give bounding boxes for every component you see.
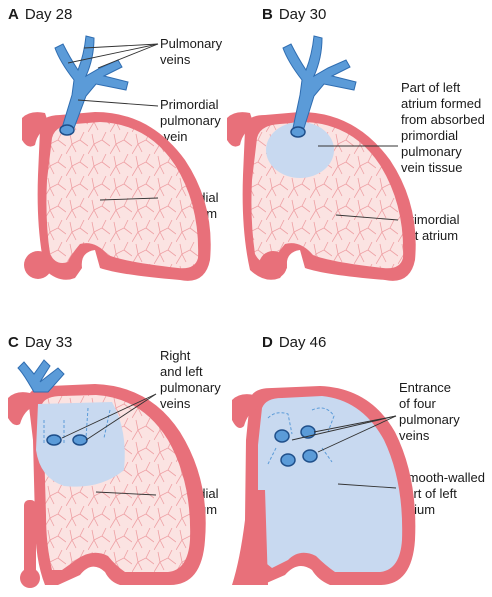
leader-line <box>85 393 157 441</box>
panel-b-vein-opening <box>290 126 306 138</box>
panel-c-bulb <box>20 568 40 588</box>
panel-c-vein-opening-left <box>72 434 88 446</box>
leader-line <box>99 197 159 201</box>
label-line: pulmonary <box>160 113 221 128</box>
label-line: veins <box>399 428 430 443</box>
panel-c-left-flap <box>8 392 35 426</box>
label-line: primordial <box>401 128 459 143</box>
leader-line <box>95 491 157 496</box>
panel-c-heart <box>8 359 206 588</box>
panel-a-left-flap <box>22 112 50 147</box>
panel-b-left-flap <box>227 112 255 147</box>
label-line: from absorbed <box>401 112 485 127</box>
leader-line <box>335 214 399 221</box>
panel-b-absorbed-region <box>266 122 334 178</box>
panel-c-dashed-vein-1 <box>43 407 111 444</box>
leader-line <box>317 415 397 453</box>
label-b-part-of-left-atrium: Part of left atrium formed from absorbed… <box>401 80 485 176</box>
panel-b-day: Day 30 <box>278 6 327 23</box>
panel-c-letter: C <box>8 334 19 351</box>
panel-d-vein-opening-3 <box>280 453 296 467</box>
panel-d-vein-opening-4 <box>302 449 318 463</box>
label-line: Right <box>160 348 191 363</box>
leader-line <box>77 99 159 107</box>
leader-line <box>97 43 159 69</box>
label-line: Primordial <box>401 212 460 227</box>
panel-b-letter: B <box>262 6 273 23</box>
label-line: and left <box>160 364 203 379</box>
panel-a-heart <box>22 35 211 281</box>
label-d-entrance-four-veins: Entrance of four pulmonary veins <box>399 380 460 444</box>
panel-c-septum <box>24 500 36 578</box>
panel-d-septum <box>240 490 268 585</box>
label-line: pulmonary <box>399 412 460 427</box>
label-line: pulmonary <box>401 144 462 159</box>
panel-c-title: C Day 33 <box>8 334 72 351</box>
panel-c-vein-stub <box>17 359 65 393</box>
panel-c-vein-opening-right <box>46 434 62 446</box>
panel-d-left-flap <box>232 394 258 428</box>
panel-b-heart <box>227 35 416 281</box>
panel-d-vein-opening-1 <box>274 429 290 443</box>
label-line: Smooth-walled <box>399 470 485 485</box>
panel-d-title: D Day 46 <box>262 334 326 351</box>
panel-b-title: B Day 30 <box>262 6 326 23</box>
label-line: of four <box>399 396 436 411</box>
panel-d-day: Day 46 <box>278 334 327 351</box>
label-line: Entrance <box>399 380 452 395</box>
label-line: Pulmonary <box>160 36 223 51</box>
panel-b-vein-trunk <box>282 35 357 129</box>
panel-a-letter: A <box>8 6 19 23</box>
label-line: atrium formed <box>401 96 482 111</box>
leader-line <box>337 483 397 489</box>
label-line: vein tissue <box>401 160 463 175</box>
label-line: veins <box>160 52 191 67</box>
panel-a-vein-trunk <box>54 35 129 129</box>
label-line: veins <box>160 396 191 411</box>
label-a-pulmonary-veins: Pulmonary veins <box>160 36 222 68</box>
panel-c-day: Day 33 <box>24 334 73 351</box>
panel-d-letter: D <box>262 334 273 351</box>
label-line: pulmonary <box>160 380 221 395</box>
leader-line <box>83 43 159 49</box>
label-line: vein <box>160 129 188 144</box>
panel-b-bulb <box>259 251 287 279</box>
leader-line <box>61 393 157 439</box>
panel-a-title: A Day 28 <box>8 6 72 23</box>
panel-a-bulb <box>24 251 52 279</box>
label-line: Part of left <box>401 80 461 95</box>
panel-a-vein-opening <box>59 124 75 136</box>
leader-line <box>67 43 159 64</box>
panel-d-heart <box>232 386 416 585</box>
label-line: Primordial <box>160 97 219 112</box>
leader-line <box>313 415 397 433</box>
label-c-right-left-pulmonary-veins: Right and left pulmonary veins <box>160 348 221 412</box>
panel-d-dashed-veins <box>267 407 335 465</box>
label-a-primordial-pulmonary-vein: Primordial pulmonary vein <box>160 97 221 145</box>
leader-line <box>291 415 397 441</box>
panel-d-smooth-region <box>258 396 403 572</box>
panel-a-atrium-interior <box>46 122 199 269</box>
panel-a-day: Day 28 <box>24 6 73 23</box>
